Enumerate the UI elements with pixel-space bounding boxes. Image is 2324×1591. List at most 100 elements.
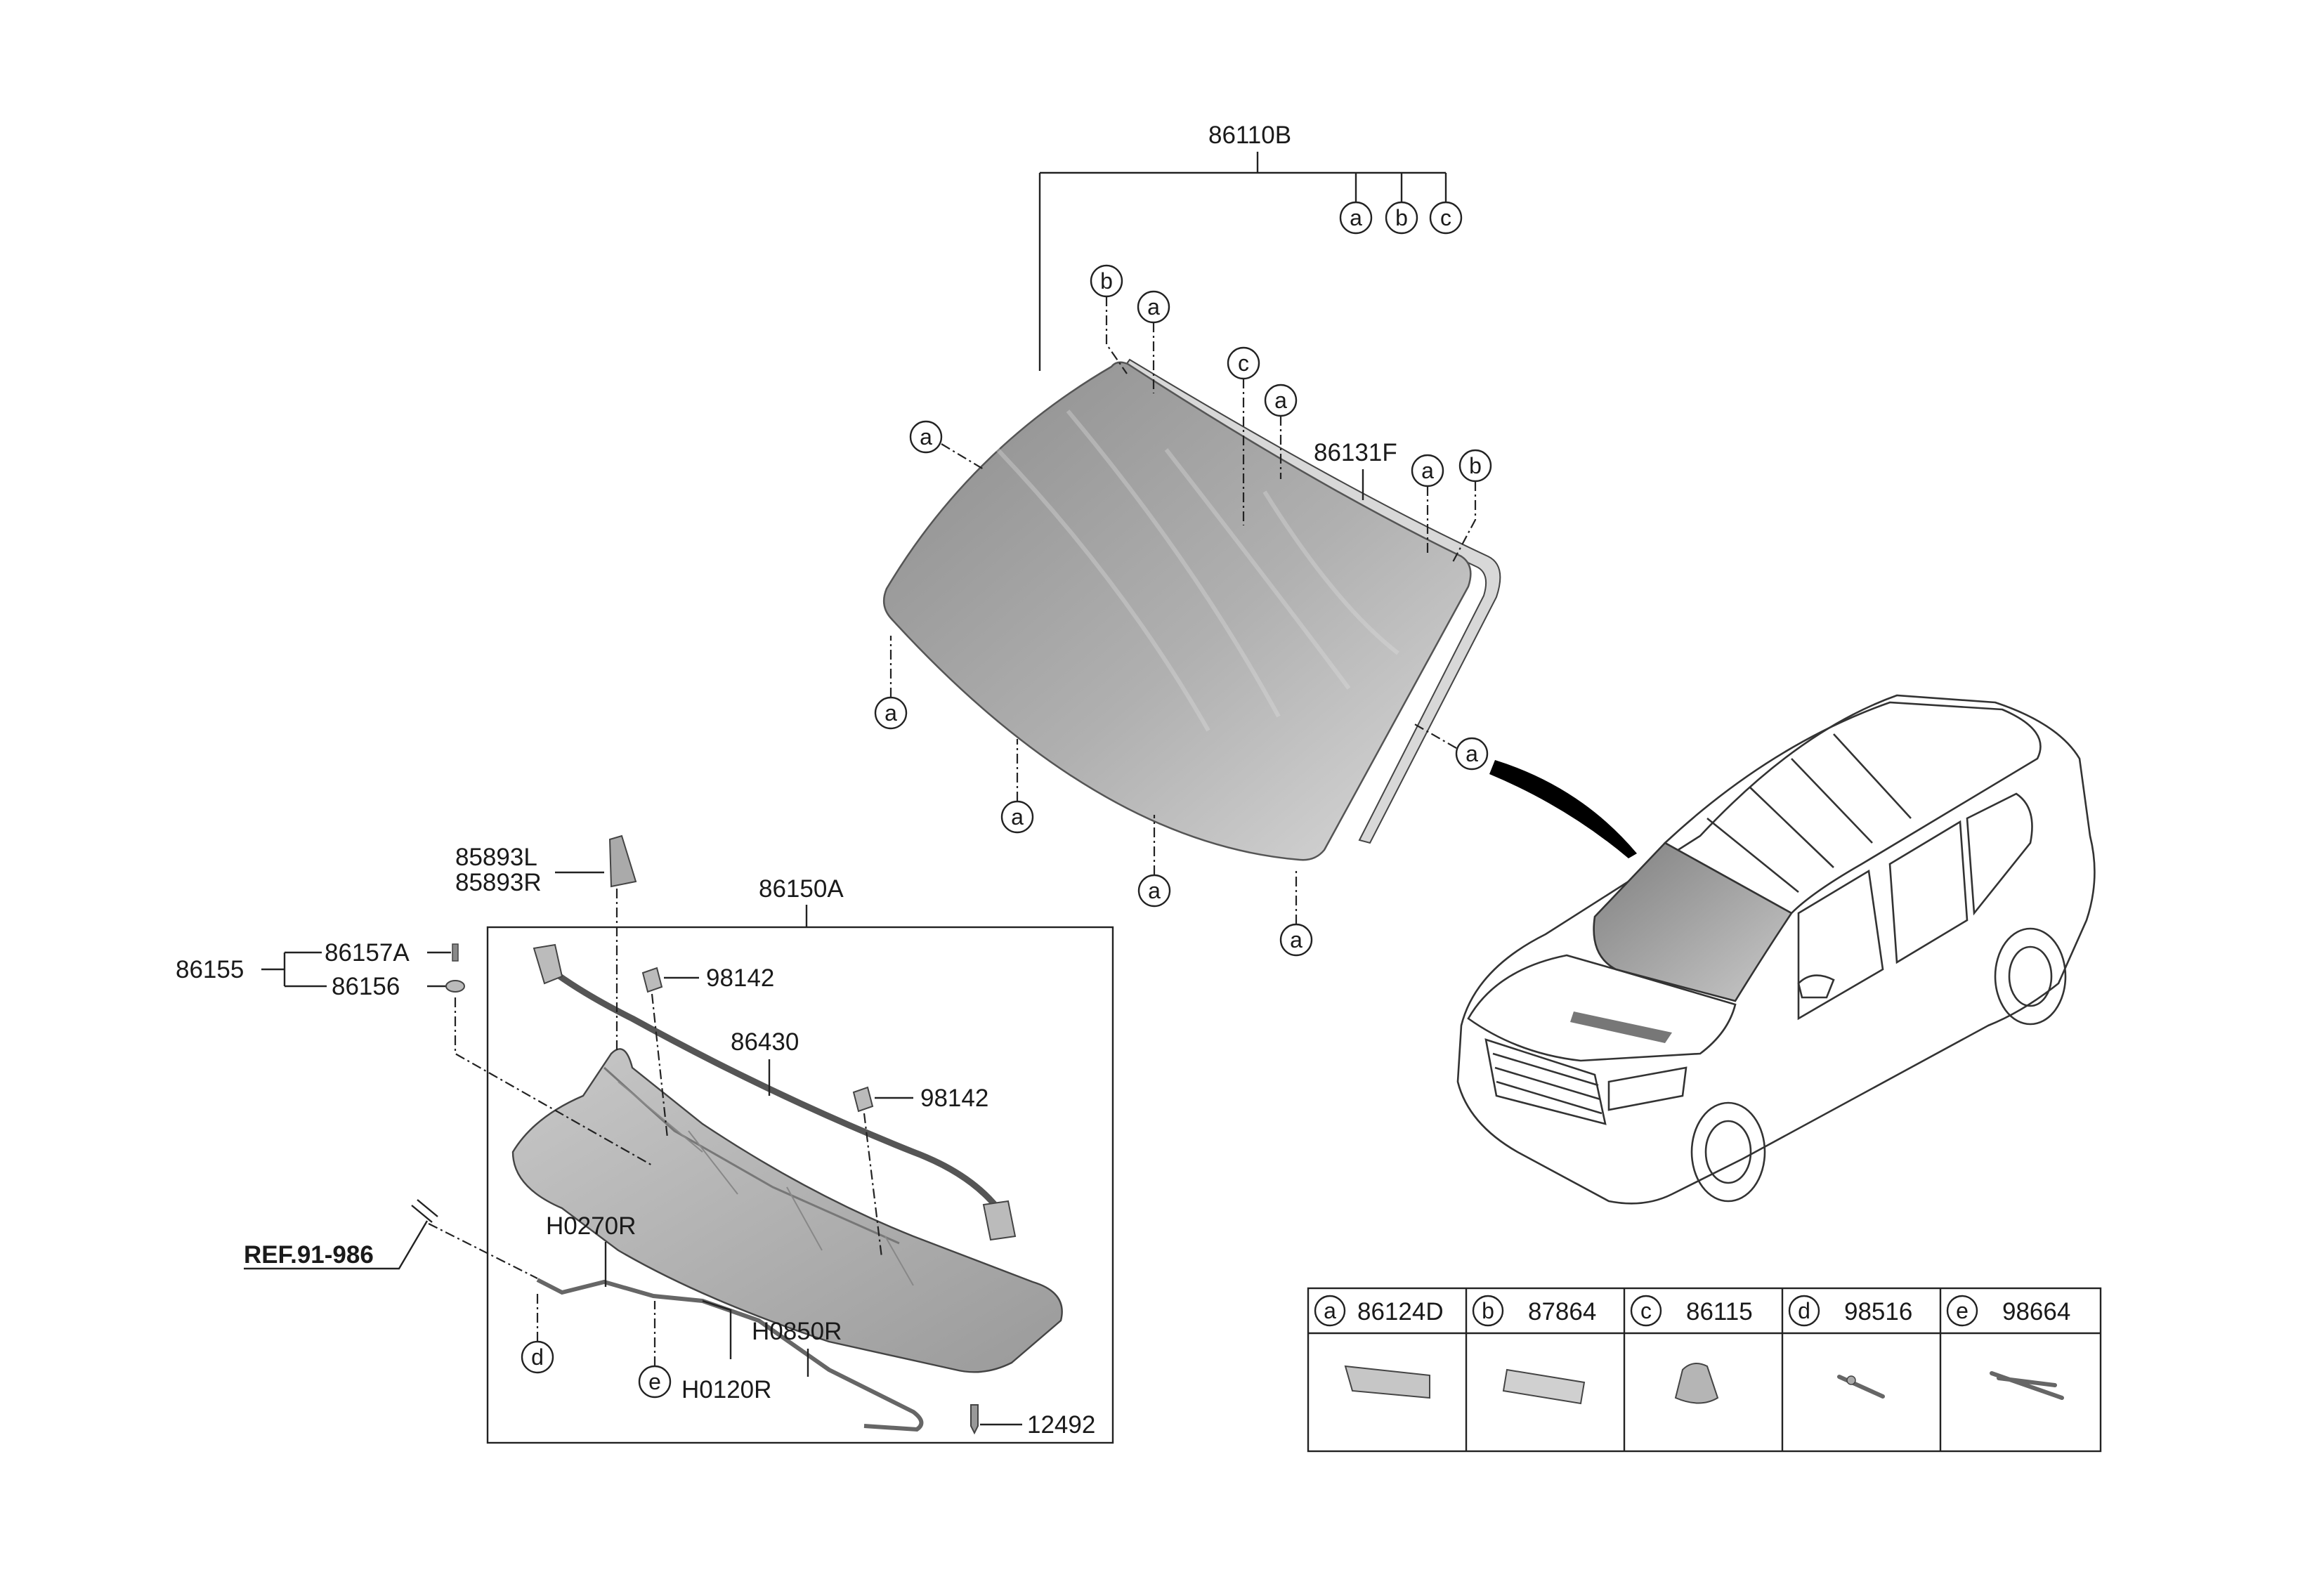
callout-b-top-letter: b: [1100, 268, 1113, 294]
cowl-top-panel: [511, 1048, 1063, 1373]
front-wheel-hub: [1704, 1120, 1752, 1184]
reference-marker: [411, 1199, 438, 1223]
clip-lower-dash: [863, 1113, 883, 1258]
vehicle-illustration: [1456, 694, 2096, 1205]
grille-slats: [1492, 1052, 1602, 1115]
car-grille: [1484, 1038, 1607, 1125]
bolt-icon: [452, 943, 459, 962]
hose-3-part-number: H0120R: [681, 1376, 771, 1403]
hose-2-part-number: H0850R: [752, 1318, 842, 1345]
car-side-windows: [1797, 792, 2033, 1021]
windshield-glass: [882, 361, 1472, 861]
bracket-icon: [608, 834, 637, 888]
grommet-icon: [445, 980, 465, 993]
fastener-leaders: [427, 951, 451, 988]
reference-text: REF.91-986: [244, 1241, 374, 1269]
clip-upper-dash: [651, 993, 669, 1139]
cowl-frame: [486, 926, 1114, 1444]
part-86115-icon: [1674, 1363, 1719, 1404]
part-98516-node: [1846, 1375, 1856, 1385]
hose-line: [536, 1278, 924, 1432]
hose-2-leader: [702, 1299, 732, 1359]
legend-cell-a: a 86124D: [1314, 1295, 1444, 1399]
callout-c-letter: c: [1238, 351, 1249, 376]
callout-a-top-letter: a: [1147, 294, 1160, 320]
cowl-vents: [618, 1081, 914, 1286]
callout-d-letter: d: [531, 1344, 544, 1370]
windshield-assembly: 86110B a b c 86131F b a c: [874, 122, 1637, 957]
screw-part-number: 12492: [1027, 1411, 1095, 1439]
legend-cell-e: e 98664: [1946, 1295, 2070, 1400]
seal-part-number: 86430: [731, 1028, 799, 1056]
legend-table: a 86124D b 87864 c 86115 d 98516 e 98664: [1307, 1287, 2102, 1453]
callout-letter-b: b: [1395, 205, 1408, 230]
callout-a-bottom-3-letter: a: [1290, 927, 1303, 952]
windshield-part-number: 86110B: [1208, 122, 1291, 149]
car-mirror: [1797, 974, 1835, 999]
legend-circle-e: [1946, 1295, 1978, 1327]
callout-a-left-letter: a: [920, 424, 932, 450]
callout-circle-b: [1385, 201, 1418, 235]
clip-upper: [641, 967, 663, 993]
legend-part-b: 87864: [1528, 1298, 1596, 1325]
car-body-outline: [1456, 694, 2096, 1205]
legend-circle-b: [1472, 1295, 1504, 1327]
legend-circle-c: [1630, 1295, 1662, 1327]
cowl-seal: [537, 959, 1001, 1212]
bracket-right-part-number: 85893R: [455, 869, 542, 896]
legend-grid: [1308, 1288, 2101, 1451]
legend-part-e: 98664: [2002, 1298, 2070, 1325]
subref-circles: a b c: [1339, 201, 1463, 235]
callout-letter-c: c: [1440, 205, 1451, 230]
callout-b-right-letter: b: [1469, 453, 1482, 478]
callout-a-right-letter: a: [1465, 741, 1478, 766]
callout-circle-a: [1339, 201, 1373, 235]
cowl-assembly: 86150A 86430 98142 98142 12492: [486, 875, 1114, 1444]
cowl-part-number: 86150A: [759, 875, 844, 903]
part-98516-icon: [1837, 1375, 1885, 1399]
legend-part-d: 98516: [1844, 1298, 1912, 1325]
legend-cell-c: c 86115: [1630, 1295, 1753, 1404]
windshield-leader-lines: [1038, 152, 1447, 371]
seal-clip-left: [533, 943, 563, 985]
seal-clip-right: [982, 1200, 1017, 1241]
callout-b-right-line: [1452, 481, 1477, 563]
windshield-callouts: b a c a a b a a a: [874, 264, 1492, 957]
callout-a-left: [909, 420, 943, 454]
fastener-group: 86155 86157A 86156: [176, 939, 654, 1167]
car-windshield: [1593, 842, 1793, 1002]
car-cowl-highlight: [1570, 1011, 1672, 1043]
fastener-bracket-lines: [261, 951, 327, 988]
callout-b-top-line: [1105, 296, 1128, 374]
legend-letter-b: b: [1482, 1298, 1494, 1323]
molding-part-number: 86131F: [1314, 439, 1397, 466]
legend-cell-b: b 87864: [1472, 1295, 1596, 1405]
car-headlight: [1607, 1066, 1687, 1111]
car-roof: [1663, 701, 2042, 915]
legend-circle-d: [1788, 1295, 1820, 1327]
callout-a-left-line: [941, 443, 984, 470]
rear-wheel: [1994, 927, 2067, 1026]
bracket-group: 85893L 85893R: [455, 834, 637, 1054]
callout-e-letter: e: [648, 1369, 661, 1394]
reference-and-hoses: REF.91-986 H0270R H0850R H0120R d e: [244, 1199, 924, 1432]
clip-lower: [852, 1086, 874, 1113]
legend-letter-d: d: [1798, 1298, 1810, 1323]
fastener-a-part-number: 86157A: [325, 939, 410, 967]
reference-underline: [244, 1220, 429, 1270]
callout-a-right-line: [1413, 723, 1457, 749]
callout-a-2-letter: a: [1274, 388, 1287, 413]
bracket-left-part-number: 85893L: [455, 844, 537, 871]
fastener-b-part-number: 86156: [332, 973, 400, 1000]
rear-wheel-hub: [2008, 945, 2053, 1007]
callout-a-lower-left-letter: a: [884, 700, 897, 726]
callout-a-3-letter: a: [1421, 458, 1434, 483]
fastener-group-part-number: 86155: [176, 956, 244, 983]
callout-a-right: [1455, 737, 1489, 771]
glass-highlight: [995, 410, 1399, 732]
clip-upper-part-number: 98142: [706, 964, 774, 992]
car-hood: [1467, 954, 1737, 1062]
pointer-wedge: [1489, 760, 1637, 858]
